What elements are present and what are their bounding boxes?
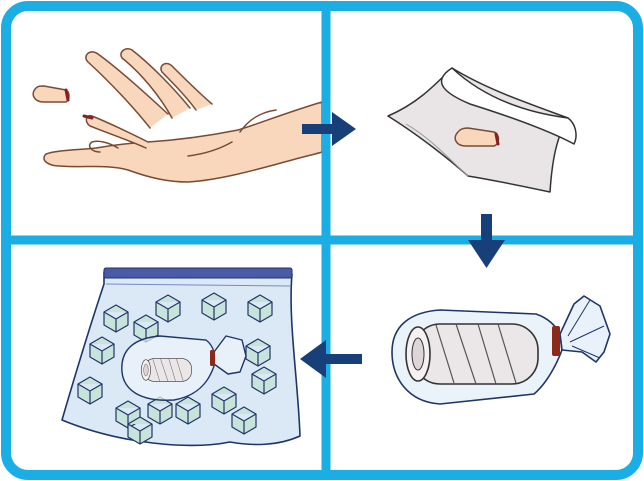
- bag-tie: [552, 326, 560, 356]
- zip-strip: [103, 267, 293, 279]
- panel-step-2: [387, 67, 577, 193]
- arrow-right-icon: [302, 112, 356, 146]
- panel-step-1: [32, 47, 323, 183]
- panel-step-3: [391, 295, 611, 405]
- fingertip-icon: [32, 85, 70, 103]
- panel-step-4: [61, 267, 301, 447]
- arrow-left-icon: [300, 340, 362, 378]
- wrapped-fingertip-icon: [405, 323, 539, 385]
- arrow-down-icon: [468, 214, 505, 268]
- hand-icon: [43, 47, 323, 183]
- small-sealed-bag: [121, 335, 247, 401]
- fingertip-icon: [454, 127, 500, 147]
- wrapped-fingertip-icon: [141, 358, 192, 382]
- wound-mark: [82, 114, 94, 120]
